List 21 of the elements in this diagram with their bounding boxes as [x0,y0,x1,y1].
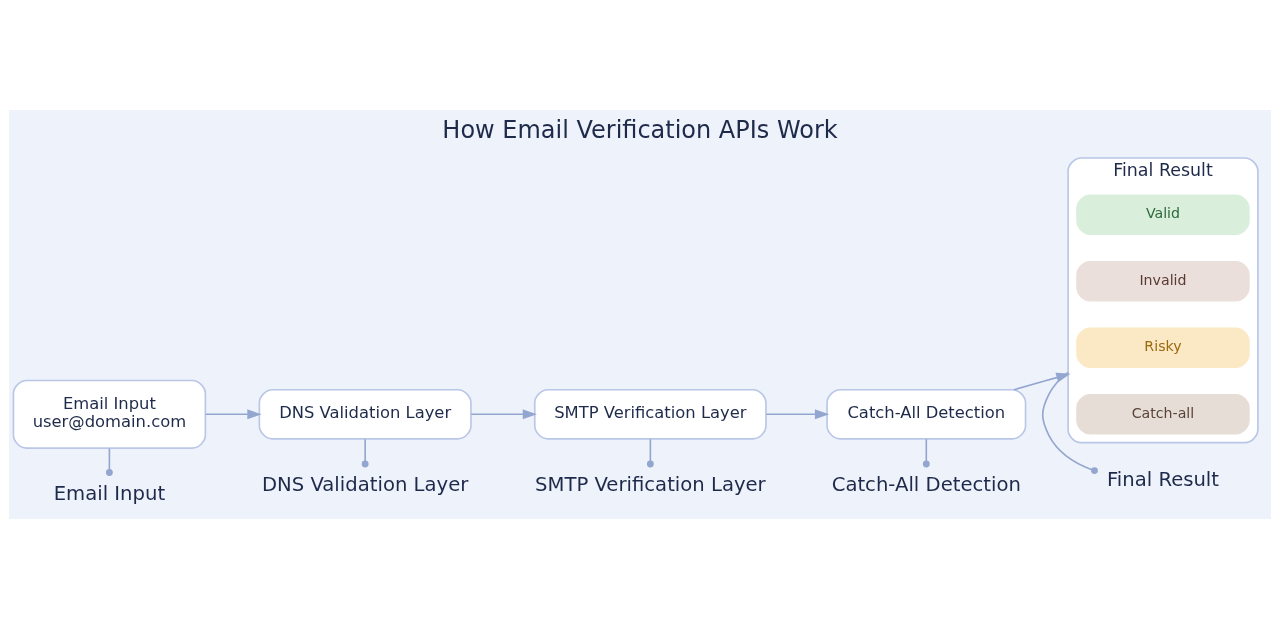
node-text: Final Result [1106,467,1220,491]
node-text: DNS Validation Layer [261,472,469,496]
node-box: Invalid [1076,260,1250,301]
connector [361,437,369,467]
arrow [470,408,537,419]
connector [922,437,930,467]
arrow [765,408,830,419]
node-box: SMTP Verification Layer [533,388,767,440]
connector [646,437,654,467]
node-box: Catch-all [1076,393,1250,434]
node-box: Valid [1076,194,1250,235]
node-box: Email Input user@domain.com [12,379,207,449]
arrow [204,408,262,419]
node-text: SMTP Verification Layer [535,472,766,496]
diagram-title: How Email Verification APIs Work [442,115,838,144]
connector [105,447,113,476]
node-box: Catch-All Detection [826,388,1027,440]
node-text: Catch-All Detection [831,472,1021,496]
node-box: Risky [1076,327,1250,368]
node-text: Email Input [53,481,166,505]
node-box: DNS Validation Layer [258,388,472,440]
